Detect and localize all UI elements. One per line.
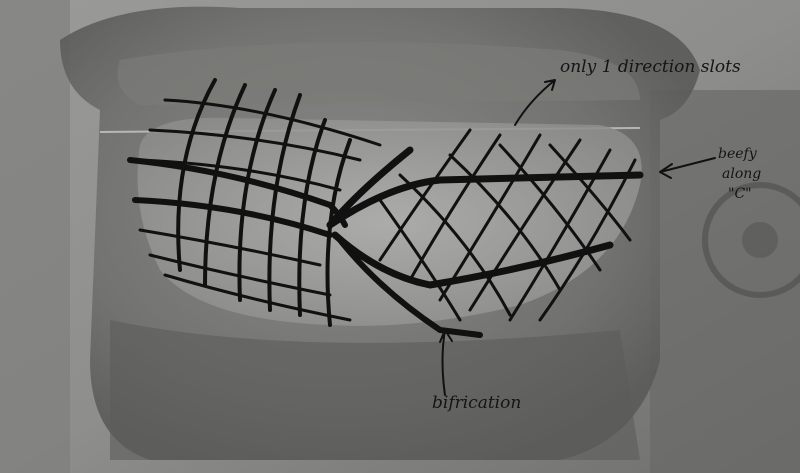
annotation-right-3: "C"	[728, 186, 752, 202]
annotation-right-2: along	[722, 166, 761, 182]
right-wheel-hub	[742, 222, 778, 258]
annotation-top: only 1 direction slots	[560, 57, 741, 77]
annotation-right-1: beefy	[718, 146, 758, 162]
left-edge-shadow	[0, 0, 70, 473]
annotation-bottom: bifrication	[432, 393, 521, 413]
